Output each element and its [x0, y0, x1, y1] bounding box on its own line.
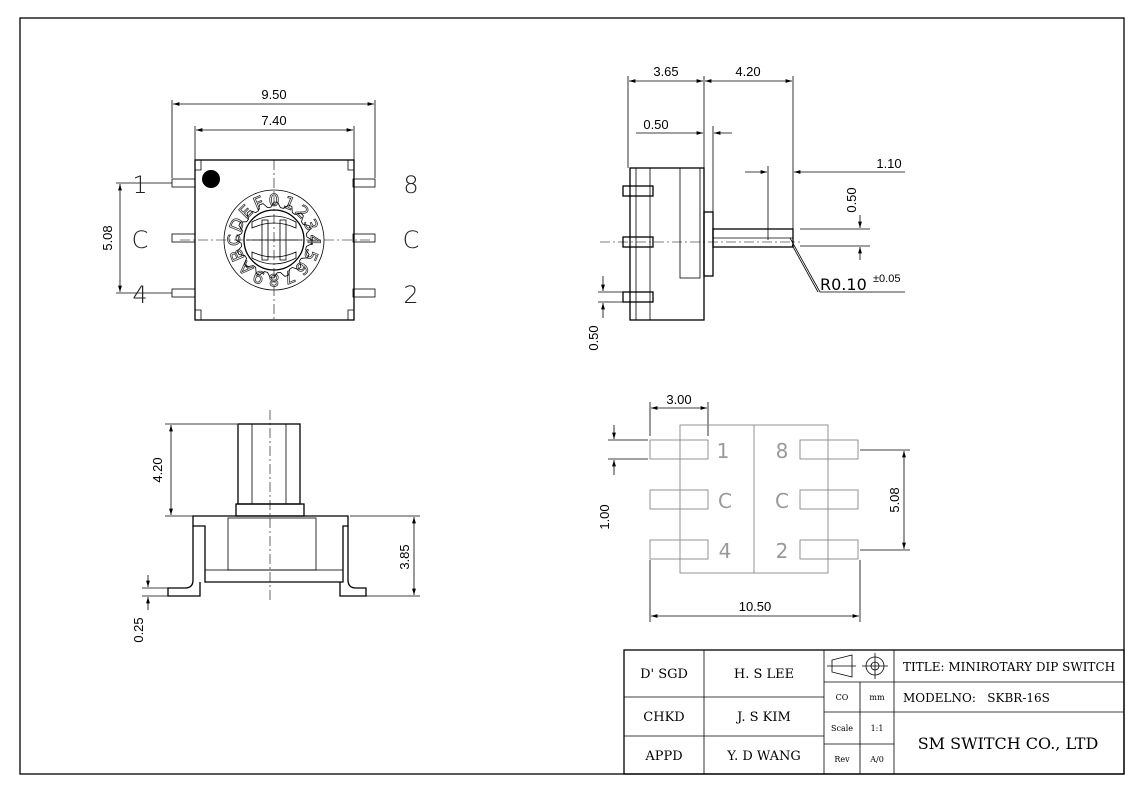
dim-front-shaft-height: 4.20	[150, 457, 165, 482]
tb-checked-by: J. S KIM	[735, 710, 791, 725]
projection-symbol-icon	[831, 654, 853, 678]
tb-title: TITLE: MINIROTARY DIP SWITCH	[903, 660, 1115, 674]
pin-left-mid	[171, 233, 196, 243]
side-view: 3.65 4.20 0.50 1.10 0.50 0.50	[586, 64, 905, 351]
footprint-view: 3.00 1.00 5.08 10.50 1 C 4 8 C 2	[597, 392, 910, 622]
fp-pad-left-top	[649, 439, 709, 460]
pin-right-top	[352, 178, 376, 188]
dim-front-body-height: 3.85	[397, 544, 412, 569]
dim-top-pitch: 5.08	[100, 225, 115, 250]
tb-designed-label: D' SGD	[640, 667, 688, 682]
dim-side-tolerance: ±0.05	[873, 273, 900, 285]
tb-rev-label: Rev	[834, 755, 850, 764]
fp-pad-left-mid	[649, 489, 709, 510]
pin-label-right-mid: C	[403, 226, 420, 254]
front-body	[192, 515, 349, 583]
pin1-indicator-dot	[202, 170, 220, 188]
pin-label-left-mid: C	[132, 226, 149, 254]
fp-label-right-bottom: 2	[776, 539, 789, 563]
fp-pad-right-bottom	[799, 539, 859, 560]
side-body	[629, 167, 705, 321]
dim-side-shaft-length: 4.20	[735, 64, 760, 79]
front-terminal-left	[167, 526, 201, 597]
pin-left-top	[171, 178, 196, 188]
dim-side-slot: 0.50	[844, 187, 859, 212]
tb-designed-by: H. S LEE	[734, 667, 794, 682]
fp-label-right-top: 8	[776, 439, 789, 463]
dim-fp-pitch: 5.08	[887, 487, 902, 512]
fp-label-left-bottom: 4	[719, 539, 732, 563]
title-block: D' SGD H. S LEE CHKD J. S KIM APPD Y. D …	[623, 649, 1125, 775]
pin-label-left-top: 1	[132, 171, 147, 199]
dim-side-shaft-tip: 1.10	[876, 156, 901, 171]
tb-approved-by: Y. D WANG	[726, 749, 801, 764]
tb-scale-value: 1:1	[871, 724, 884, 733]
front-terminal-right	[339, 526, 367, 597]
fp-pad-left-bottom	[649, 539, 709, 560]
drawing-border	[19, 17, 1125, 775]
tb-unit-label: CO	[836, 693, 849, 702]
fp-pad-right-mid	[799, 489, 859, 510]
dim-side-flange: 0.50	[643, 117, 668, 132]
dim-fp-pad-length: 3.00	[666, 392, 691, 407]
dim-top-width-outer: 9.50	[261, 87, 286, 102]
dim-fp-total-width: 10.50	[739, 599, 772, 614]
side-pin-bottom	[622, 291, 654, 303]
dim-fp-pad-width: 1.00	[597, 504, 612, 529]
fp-label-left-top: 1	[717, 439, 730, 463]
tb-company: SM SWITCH CO., LTD	[918, 734, 1099, 753]
pin-label-left-bottom: 4	[132, 281, 147, 309]
dim-top-width-inner: 7.40	[261, 113, 286, 128]
fp-label-left-mid: C	[718, 489, 732, 513]
dim-side-pin-thickness: 0.50	[586, 325, 601, 350]
side-pin-top	[622, 185, 654, 197]
pin-right-bottom	[352, 288, 376, 298]
dim-side-body-depth: 3.65	[653, 64, 678, 79]
fp-pad-right-top	[799, 439, 859, 460]
fp-label-right-mid: C	[775, 489, 789, 513]
pin-left-bottom	[171, 288, 196, 298]
tb-unit-value: mm	[869, 693, 885, 702]
front-shaft	[237, 423, 301, 505]
tb-rev-value: A/0	[869, 755, 884, 764]
pin-label-right-bottom: 2	[403, 281, 418, 309]
dial-char-8: 8	[269, 269, 280, 289]
tb-scale-label: Scale	[831, 724, 853, 733]
dim-front-terminal: 0.25	[131, 617, 146, 642]
front-view: 4.20 3.85 0.25	[131, 410, 420, 643]
tb-model: MODELNO: SKBR-16S	[903, 691, 1050, 705]
tb-approved-label: APPD	[644, 749, 682, 764]
dim-side-radius: R0.10	[820, 275, 867, 294]
pin-right-mid	[352, 233, 376, 243]
tb-checked-label: CHKD	[643, 710, 684, 725]
pin-label-right-top: 8	[403, 171, 418, 199]
